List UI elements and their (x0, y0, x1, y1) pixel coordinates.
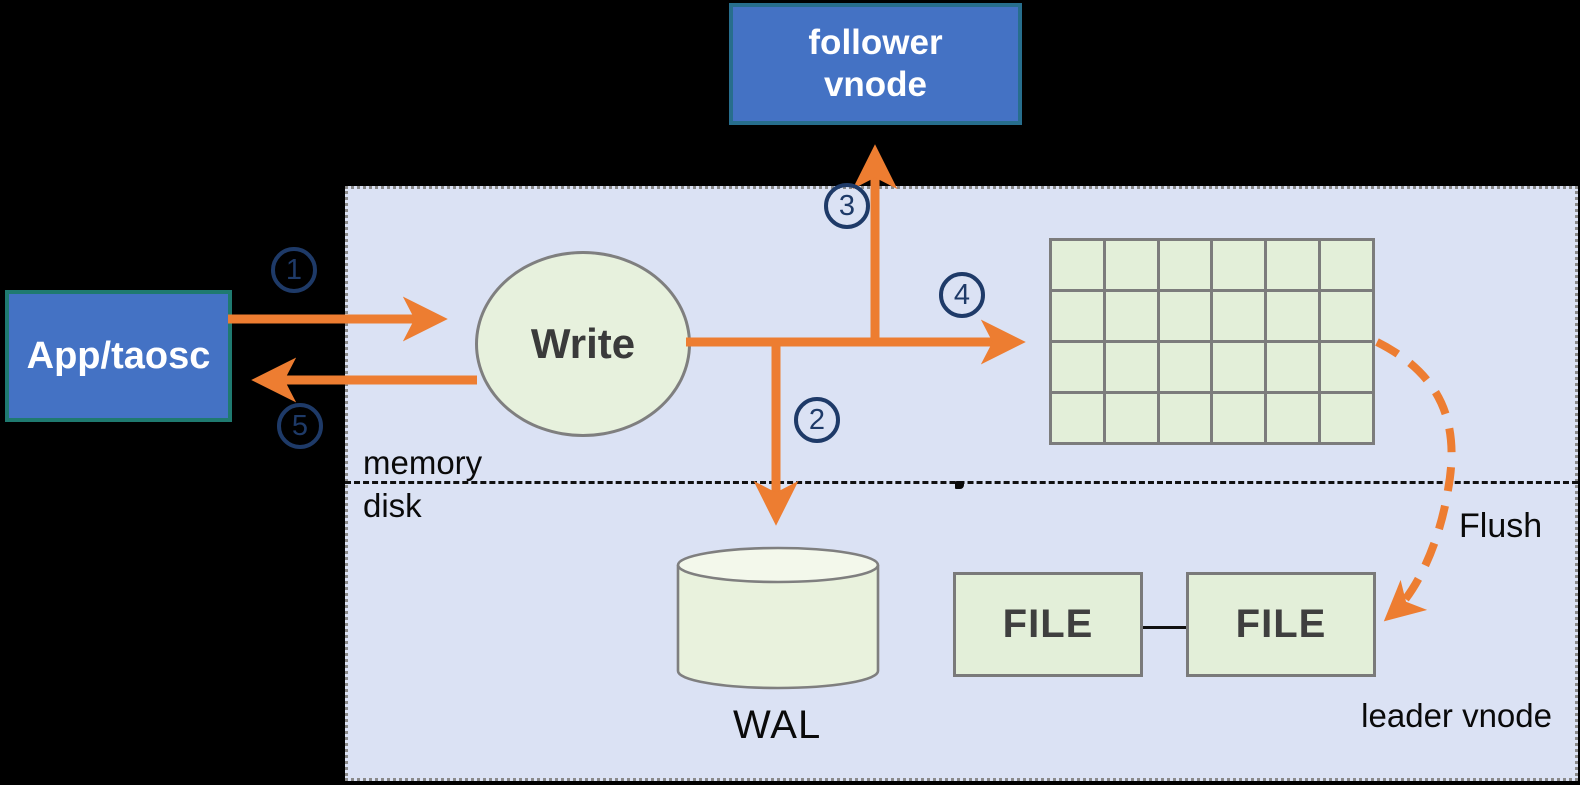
step-4-badge: 4 (939, 272, 985, 318)
app-taosc-node: App/taosc (5, 290, 232, 422)
memory-table-cell (1105, 241, 1157, 289)
follower-vnode-node: follower vnode (729, 3, 1022, 125)
file-left-label: FILE (1002, 602, 1094, 646)
leader-vnode-label: leader vnode (1361, 697, 1552, 734)
memory-table-cell (1052, 343, 1103, 391)
file-box-right: FILE (1186, 572, 1376, 677)
memory-table-cell (1267, 394, 1319, 442)
write-node: Write (475, 251, 691, 437)
step-5-badge: 5 (277, 403, 323, 449)
follower-vnode-label: follower vnode (808, 23, 943, 104)
disk-label: disk (363, 487, 422, 524)
memory-table-cell (1267, 343, 1319, 391)
memory-table-cell (1105, 343, 1157, 391)
step-3-badge: 3 (824, 183, 870, 229)
memory-table-cell (1321, 394, 1372, 442)
memory-table-cell (1052, 394, 1103, 442)
memory-label: memory (363, 444, 483, 481)
memory-table-cell (1159, 343, 1211, 391)
memory-table-cell (1321, 292, 1372, 340)
wal-label: WAL (733, 703, 822, 747)
memory-table-cell (1213, 241, 1265, 289)
memory-table-cell (1213, 394, 1265, 442)
memory-table-cell (1321, 241, 1372, 289)
memory-table-cell (1267, 292, 1319, 340)
memory-table-cell (1321, 343, 1372, 391)
flush-label: Flush (1459, 507, 1543, 545)
memory-table-cell (1052, 241, 1103, 289)
memory-table-cell (1213, 343, 1265, 391)
memory-table-grid (1049, 238, 1375, 445)
file-box-left: FILE (953, 572, 1143, 677)
memory-table-cell (1159, 241, 1211, 289)
write-label: Write (530, 320, 636, 367)
memory-table-cell (1052, 292, 1103, 340)
memory-table-cell (1267, 241, 1319, 289)
memory-table-cell (1159, 394, 1211, 442)
memory-table-cell (1213, 292, 1265, 340)
divider-speck (955, 481, 964, 489)
step-2-badge: 2 (794, 397, 840, 443)
memory-table-cell (1105, 394, 1157, 442)
file-connector-line (1143, 626, 1186, 629)
memory-table-cell (1159, 292, 1211, 340)
file-right-label: FILE (1235, 602, 1327, 646)
memory-table-cell (1105, 292, 1157, 340)
step-1-badge: 1 (271, 247, 317, 293)
app-taosc-label: App/taosc (26, 334, 211, 377)
